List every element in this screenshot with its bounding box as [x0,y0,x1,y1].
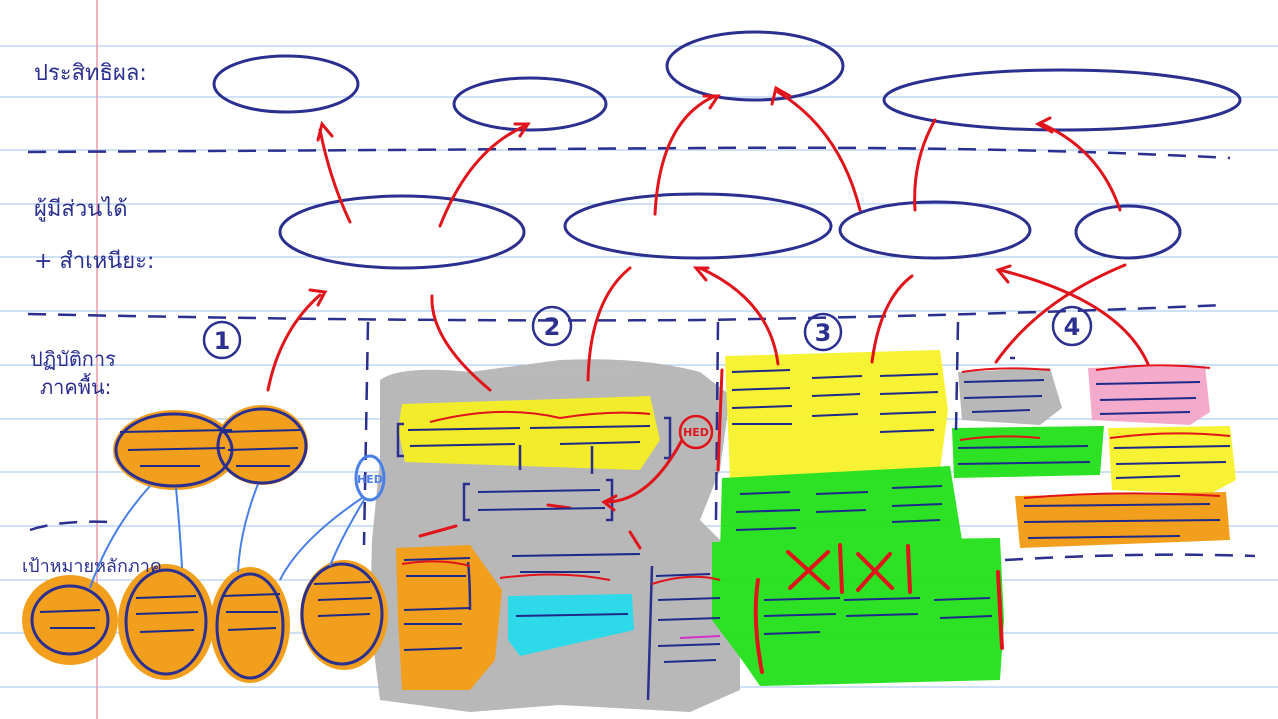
orange-blob-3 [22,575,118,665]
pink-highlight [1088,366,1210,425]
green-highlight-section-3-bottom [712,538,1004,686]
node-1e [124,568,208,676]
section-1-nodes [30,407,386,680]
green-highlight-right [952,426,1104,478]
node-1g [300,562,384,666]
yellow-highlight-section-2 [398,396,660,470]
learner-ellipses [278,192,1182,270]
learner-ellipse-2 [563,192,833,260]
magenta-underline [679,635,721,639]
red-x-marks [753,543,1004,674]
node-1f [215,572,285,680]
row-label-practice-1: ปฏิบัติการ [30,347,116,371]
section-number-3: 3 [815,319,832,347]
hed-tag-right: (HED) [678,426,714,439]
red-arrows [266,85,1150,550]
row-labels: ประสิทธิผล: ผู้มีส่วนได้ + สำเหนียะ: ปฏิ… [22,61,162,577]
section-number-1: 1 [214,327,231,355]
section-number-4: 4 [1064,313,1081,341]
section-1-connectors [89,483,365,589]
node-1c [354,454,386,502]
impact-ellipse-4 [882,68,1242,132]
learner-ellipse-4 [1074,204,1182,260]
section-number-2: 2 [544,313,561,341]
row-label-learner-2: + สำเหนียะ: [34,249,154,274]
orange-blob-5 [210,567,290,683]
handwriting-scribbles [39,369,1231,663]
impact-ellipse-2 [452,76,608,132]
section-2-structure [396,356,1015,701]
highlight-patches [22,350,1236,712]
dashed-separators [27,146,1256,562]
red-underlines [401,364,1231,585]
node-1b [216,407,308,485]
cyan-highlight [508,594,634,656]
row-label-learner-1: ผู้มีส่วนได้ [34,196,128,222]
impact-ellipses [212,30,1242,132]
hed-tag-left: HED [357,473,383,486]
row-label-bottom: เป้าหมายหลักภาค [22,556,162,577]
node-1d [30,584,110,656]
impact-ellipse-1 [212,54,360,114]
orange-highlight-section-2 [396,545,502,690]
row-label-impact: ประสิทธิผล: [34,61,147,86]
orange-blob-4 [118,564,214,680]
impact-ellipse-3 [665,30,845,102]
row-label-practice-2: ภาคพื้น: [40,373,111,399]
section-numbers: 1 2 3 4 [202,305,1093,360]
learner-ellipse-3 [838,200,1032,260]
learner-ellipse-1 [278,194,526,270]
hed-tag-right-circle [678,414,714,450]
